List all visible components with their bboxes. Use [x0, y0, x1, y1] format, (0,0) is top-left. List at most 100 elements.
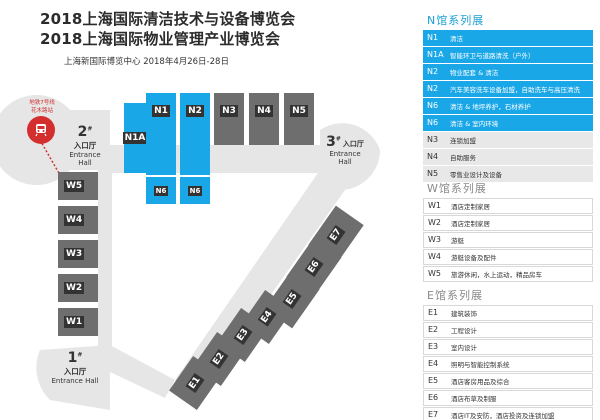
- legend-e-title: E馆系列展: [427, 289, 483, 302]
- hall-w1-label: W1: [64, 316, 85, 328]
- legend-e-row-desc: 酒店布草及制服: [451, 394, 497, 403]
- entrance-3-shape: [320, 123, 380, 190]
- legend-w-row-code: W2: [428, 218, 441, 228]
- west-concourse: [98, 165, 112, 365]
- hall-w1[interactable]: W1: [58, 308, 98, 336]
- legend-n-row: N2 汽车美容洗车设备加盟，自助洗车与高压清洗: [423, 81, 593, 97]
- hall-n6-left-label: N6: [153, 185, 169, 196]
- legend-e-row-code: E3: [428, 342, 439, 352]
- hall-n2[interactable]: N2: [180, 93, 210, 175]
- hall-w3-label: W3: [64, 248, 85, 260]
- hall-w4[interactable]: W4: [58, 206, 98, 234]
- hall-w4-label: W4: [64, 214, 85, 226]
- legend-w-row-desc: 游艇设备及配件: [451, 253, 497, 262]
- hall-w5-label: W5: [64, 180, 85, 192]
- entrance-2[interactable]: 2# 入口厅 Entrance Hall: [62, 124, 108, 167]
- entrance-1[interactable]: 1# 入口厅 Entrance Hall: [50, 350, 100, 385]
- legend-e-row-code: E6: [428, 393, 439, 403]
- entrance-1-sup: #: [77, 351, 83, 359]
- hall-w2[interactable]: W2: [58, 274, 98, 302]
- entrance-1-number: 1: [67, 350, 78, 366]
- south-link: [110, 345, 175, 398]
- entrance-2-sup: #: [87, 125, 93, 133]
- legend-n-row: N1A 智能环卫与道路清洗（户外）: [423, 47, 593, 63]
- metro-label: 地铁7号线 花木路站: [29, 100, 55, 114]
- hall-n6-right-label: N6: [187, 185, 203, 196]
- entrance-2-shape: [0, 95, 110, 185]
- legend-w-row: W5 旅游休闲，水上运动，精品房车: [423, 266, 593, 282]
- legend-n-row-code: N6: [427, 101, 439, 111]
- title-line-2: 2018上海国际物业管理产业博览会: [40, 30, 281, 48]
- legend-n-row: N6 清洁 & 室内环境: [423, 115, 593, 131]
- entrance-1-shape: [36, 345, 111, 410]
- hall-n1a[interactable]: N1A: [122, 103, 148, 173]
- legend-n-row: N3 连锁加盟: [423, 132, 593, 148]
- entrance-3-number: 3: [326, 134, 336, 150]
- legend-n-row-desc: 自助服务: [450, 153, 476, 162]
- hall-e6-label: E6: [304, 256, 324, 278]
- entrance-2-cn: 入口厅: [73, 141, 97, 150]
- entrance-3-sup: #: [335, 135, 341, 143]
- hall-n3-label: N3: [220, 105, 238, 117]
- venue-map: [0, 95, 380, 410]
- hall-w3[interactable]: W3: [58, 240, 98, 268]
- legend-n-row-code: N4: [427, 152, 439, 162]
- legend-w-row: W3 游艇: [423, 232, 593, 248]
- hall-n5[interactable]: N5: [284, 93, 314, 145]
- legend-e-row-desc: 工程设计: [451, 326, 477, 335]
- legend-n-row-code: N6: [427, 118, 439, 128]
- entrance-3-cn: 入口厅: [342, 140, 364, 148]
- hall-n4[interactable]: N4: [249, 93, 279, 145]
- entrance-3-en: Entrance Hall: [329, 150, 361, 166]
- legend-n-row-desc: 汽车美容洗车设备加盟，自助洗车与高压清洗: [450, 85, 580, 94]
- legend-n-row-desc: 清洁 & 室内环境: [450, 119, 499, 128]
- legend-w-row-desc: 酒店定制家居: [451, 219, 490, 228]
- legend-e-row: E2 工程设计: [423, 322, 593, 338]
- hall-n6-left[interactable]: N6: [146, 177, 176, 204]
- hall-n6-right[interactable]: N6: [180, 177, 210, 204]
- legend-n-row-code: N2: [427, 84, 439, 94]
- hall-w2-label: W2: [64, 282, 85, 294]
- hall-n3[interactable]: N3: [214, 93, 244, 145]
- legend-n-row-code: N3: [427, 135, 439, 145]
- train-icon: [27, 116, 55, 144]
- legend-w-row-desc: 旅游休闲，水上运动，精品房车: [451, 270, 542, 279]
- entrance-2-en: Entrance Hall: [69, 151, 101, 167]
- entrance-2-number: 2: [77, 124, 88, 140]
- hall-n1[interactable]: N1: [146, 93, 176, 175]
- hall-n1a-label: N1A: [122, 132, 148, 144]
- entrance-3[interactable]: 3#入口厅 Entrance Hall: [322, 134, 368, 166]
- legend-n-row-code: N1: [427, 33, 439, 43]
- hall-n1-label: N1: [152, 105, 170, 117]
- legend-n-row-desc: 连锁加盟: [450, 136, 476, 145]
- legend-w-title: W馆系列展: [427, 182, 487, 195]
- legend-n-row-desc: 智能环卫与道路清洗（户外）: [450, 51, 535, 60]
- hall-n2-label: N2: [186, 105, 204, 117]
- legend-n-row-code: N5: [427, 169, 439, 179]
- metro-path: [39, 139, 61, 176]
- legend-w-row-desc: 游艇: [451, 236, 464, 245]
- legend-n-title: N馆系列展: [427, 14, 485, 27]
- legend-w-row-code: W3: [428, 235, 441, 245]
- legend-e-row-code: E2: [428, 325, 439, 335]
- legend-e-row-code: E7: [428, 410, 439, 420]
- legend-e-row-code: E1: [428, 308, 439, 318]
- legend-w-row-code: W5: [428, 269, 441, 279]
- hall-e7-label: E7: [326, 224, 346, 246]
- hall-e2-label: E2: [209, 348, 229, 370]
- hall-w5[interactable]: W5: [58, 172, 98, 200]
- legend-e-row-code: E5: [428, 376, 439, 386]
- hall-e3-label: E3: [233, 324, 253, 346]
- legend-n-row-code: N1A: [427, 50, 444, 60]
- entrance-1-en: Entrance Hall: [51, 377, 99, 385]
